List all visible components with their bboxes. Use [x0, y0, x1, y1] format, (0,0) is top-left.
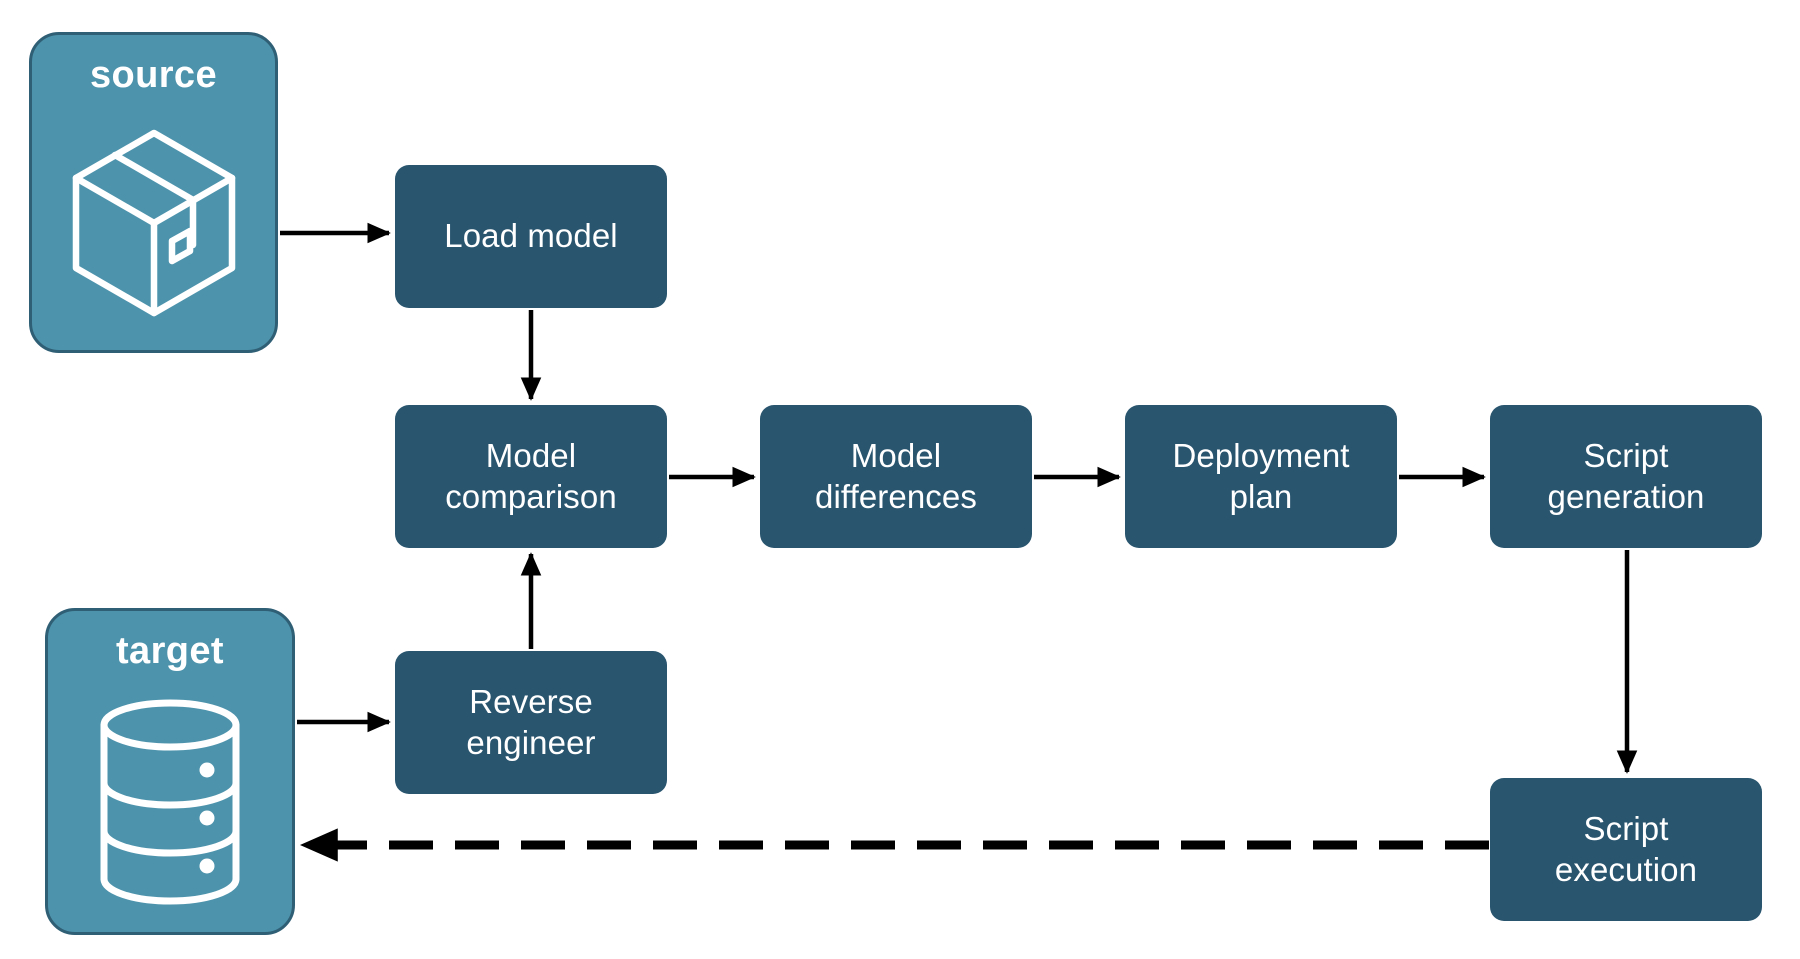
node-deployment-plan-label: Deployment plan	[1172, 437, 1350, 515]
node-model-comparison[interactable]: Model comparison	[395, 405, 667, 548]
node-reverse-engineer-label: Reverse engineer	[466, 683, 596, 761]
node-deployment-plan[interactable]: Deployment plan	[1125, 405, 1397, 548]
endpoint-source[interactable]: source	[29, 32, 278, 353]
node-model-comparison-label: Model comparison	[445, 437, 617, 515]
node-script-generation[interactable]: Script generation	[1490, 405, 1762, 548]
package-box-icon	[32, 97, 275, 350]
endpoint-source-label: source	[89, 54, 217, 96]
node-script-execution[interactable]: Script execution	[1490, 778, 1762, 921]
node-model-differences[interactable]: Model differences	[760, 405, 1032, 548]
node-script-generation-label: Script generation	[1547, 437, 1705, 515]
node-model-differences-label: Model differences	[815, 437, 977, 515]
node-load-model[interactable]: Load model	[395, 165, 667, 308]
database-cylinder-icon	[48, 673, 292, 932]
node-load-model-label: Load model	[444, 217, 618, 255]
node-script-execution-label: Script execution	[1554, 810, 1698, 888]
endpoint-target[interactable]: target	[45, 608, 295, 935]
endpoint-target-label: target	[116, 630, 224, 672]
node-reverse-engineer[interactable]: Reverse engineer	[395, 651, 667, 794]
